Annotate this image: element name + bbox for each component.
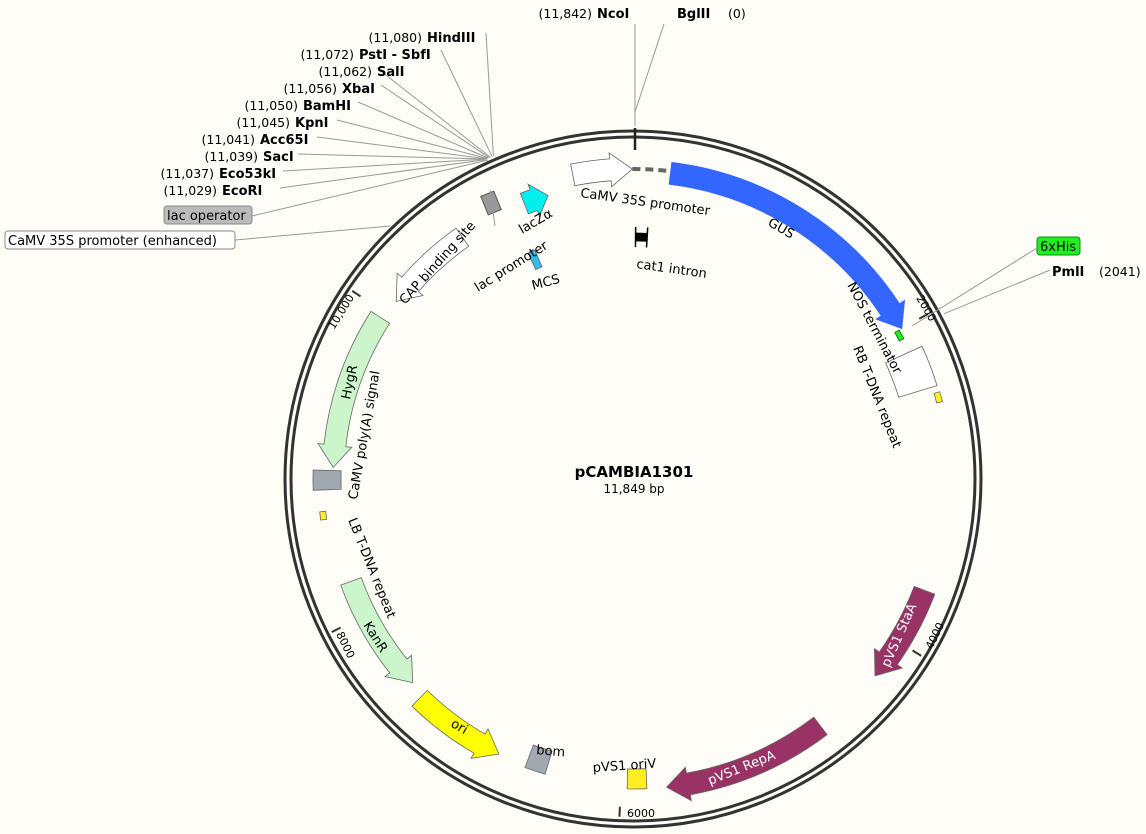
intron-end-bar	[645, 227, 649, 248]
his-tag-label: 6xHis	[1040, 240, 1076, 255]
intron-link	[632, 167, 671, 174]
feature-cat1-intron[interactable]	[635, 232, 648, 242]
label-ori: ori	[448, 716, 470, 737]
enzyme-leader-line	[440, 49, 493, 157]
enzyme-saci[interactable]: SacI	[263, 150, 294, 165]
leader-line	[911, 247, 1038, 327]
enzyme-ncoi[interactable]: NcoI	[597, 7, 629, 22]
feature-bom[interactable]	[524, 744, 553, 775]
enzyme-position: (11,045)	[237, 115, 291, 130]
feature-kanr[interactable]	[340, 577, 414, 684]
enzyme-position: (11,041)	[202, 132, 256, 147]
leader-line	[251, 159, 489, 217]
enzyme-sali[interactable]: SalI	[377, 65, 404, 80]
feature-nos-terminator[interactable]	[885, 345, 938, 398]
enzyme-leader-lines	[279, 23, 1051, 315]
feature-camv-35s-promoter[interactable]	[570, 152, 633, 188]
enzyme-position: (11,072)	[301, 47, 355, 62]
enzyme-leader-line	[336, 119, 488, 159]
enzyme-bglii[interactable]: BglII	[677, 7, 710, 22]
feature-lac-operator-cap-site[interactable]	[480, 190, 502, 216]
enzyme-leader-line	[485, 32, 494, 156]
feature-lacz[interactable]	[519, 183, 549, 218]
enzyme-position: (11,037)	[161, 166, 215, 181]
enzyme-bamhi[interactable]: BamHI	[303, 99, 351, 114]
enzyme-leader-line	[282, 158, 487, 172]
feature-pvs1-staa[interactable]	[873, 585, 936, 677]
feature-pvs1-repa[interactable]	[665, 716, 828, 802]
label-mcs: MCS	[530, 272, 561, 294]
feature-6xhis[interactable]	[894, 329, 905, 342]
enzyme-leader-line	[943, 269, 1051, 315]
feature-lb-t-dna-repeat[interactable]	[319, 510, 328, 521]
enzyme-labels: (11,080) HindIII (11,072) PstI - SbfI (1…	[161, 6, 1141, 280]
backbone-inner	[289, 135, 977, 823]
plasmid-length: 11,849 bp	[603, 482, 664, 496]
enzyme-leader-line	[380, 84, 490, 159]
label-hygr: HygR	[339, 364, 361, 401]
enzyme-position: (11,050)	[245, 98, 299, 113]
enzyme-leader-line	[376, 67, 491, 158]
enzyme-kpni[interactable]: KpnI	[295, 116, 328, 131]
label-bom: bom	[536, 743, 566, 760]
enzyme-eco53ki[interactable]: Eco53kI	[219, 167, 276, 182]
label-camv-35s-promoter: CaMV 35S promoter	[579, 186, 711, 219]
enzyme-position: (11,062)	[319, 64, 373, 79]
lac-operator-label: lac operator	[167, 209, 246, 224]
camv-enhanced-label: CaMV 35S promoter (enhanced)	[8, 234, 217, 249]
tick-label: 8000	[333, 630, 357, 661]
feature-camv-35s-promoter-enhanced[interactable]	[395, 227, 470, 302]
tick-mark	[351, 290, 362, 298]
enzyme-ecori[interactable]: EcoRI	[222, 184, 262, 199]
feature-camv-poly-a-signal[interactable]	[312, 469, 342, 491]
feature-pvs1-oriv[interactable]	[626, 768, 648, 790]
tick-label: 10,000	[326, 292, 357, 332]
enzyme-position: (11,039)	[205, 149, 259, 164]
enzyme-psti-sbfi[interactable]: PstI - SbfI	[359, 48, 431, 63]
leader-line	[234, 225, 391, 241]
label-pvs1-oriv: pVS1 oriV	[592, 757, 657, 776]
enzyme-hindiii[interactable]: HindIII	[427, 31, 475, 46]
enzyme-position: (11,029)	[164, 183, 218, 198]
label-cap-binding-site: CAP binding site	[397, 219, 479, 308]
feature-hygr[interactable]	[317, 310, 391, 469]
enzyme-position: (0)	[728, 6, 746, 21]
feature-mcs[interactable]	[527, 249, 543, 271]
tick-label: 6000	[627, 807, 655, 820]
leader-line	[489, 189, 496, 227]
label-cat1-intron: cat1 intron	[635, 257, 707, 282]
tick-mark	[918, 313, 929, 320]
backbone-outer	[283, 129, 983, 829]
enzyme-leader-line	[279, 159, 485, 189]
his-tag-box[interactable]	[1036, 236, 1081, 256]
enzyme-leader-line	[634, 23, 665, 113]
enzyme-position: (11,842)	[539, 6, 593, 21]
enzyme-leader-line	[297, 153, 487, 160]
feature-rb-t-dna-repeat[interactable]	[933, 391, 943, 404]
enzyme-position: (11,080)	[369, 30, 423, 45]
features	[312, 152, 943, 802]
enzyme-pmli[interactable]: PmlI	[1052, 265, 1084, 280]
tick-mark	[912, 649, 922, 657]
plasmid-name: pCAMBIA1301	[575, 463, 694, 481]
lac-operator-box[interactable]	[163, 205, 253, 225]
feature-ori[interactable]	[411, 689, 500, 759]
enzyme-leader-line	[357, 101, 489, 159]
feature-gus[interactable]	[668, 161, 906, 330]
enzyme-acc65i[interactable]: Acc65I	[260, 133, 308, 148]
enzyme-position: (11,056)	[284, 81, 338, 96]
enzyme-xbai[interactable]: XbaI	[342, 82, 375, 97]
tick-mark	[331, 626, 342, 634]
enzyme-leader-line	[316, 136, 487, 160]
enzyme-position: (2041)	[1099, 264, 1141, 279]
